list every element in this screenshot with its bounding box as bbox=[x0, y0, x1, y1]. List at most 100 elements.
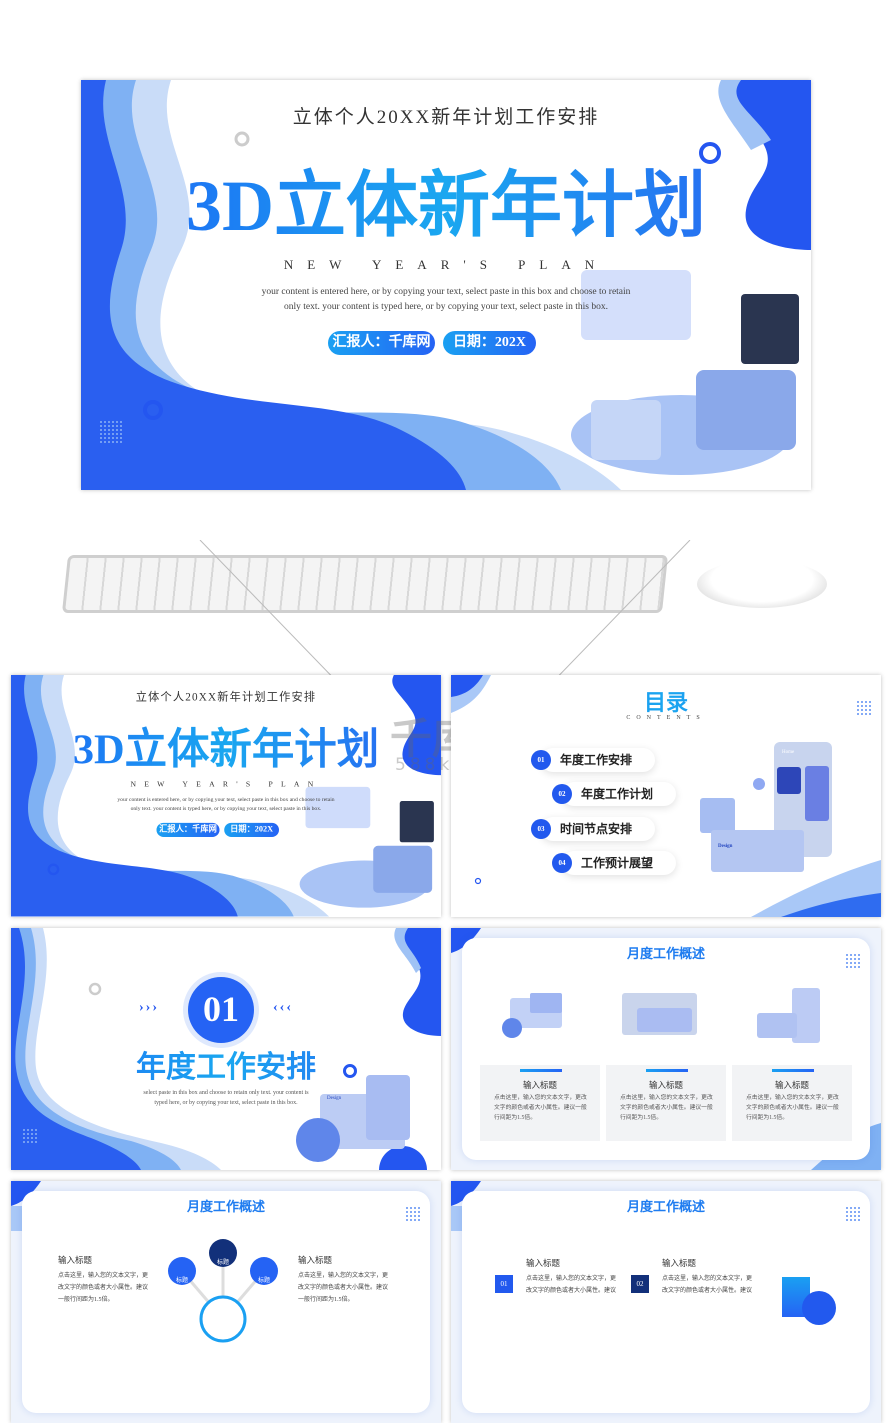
toc-item-1[interactable]: 01 年度工作安排 bbox=[531, 748, 655, 772]
left-text-block: 输入标题 点击这里，输入您的文本文字，更 改文字的颜色或者大小属性。建议 一般行… bbox=[58, 1254, 148, 1306]
section-number: 01 bbox=[203, 989, 239, 1029]
reporter-badge: 汇报人：千库网 bbox=[156, 822, 220, 837]
3d-pie-illustration bbox=[802, 1291, 836, 1325]
right-body-3: 一般行间距为1.5倍。 bbox=[298, 1297, 354, 1303]
overview-title: 月度工作概述 bbox=[626, 946, 705, 961]
reporter-badge: 汇报人：千库网 bbox=[328, 331, 435, 355]
toc-label: 工作预计展望 bbox=[581, 856, 654, 870]
radial-node-3: 标题 bbox=[257, 1278, 270, 1284]
cover-description-2: only text. your content is typed here, o… bbox=[130, 805, 322, 812]
toc-item-2[interactable]: 02 年度工作计划 bbox=[552, 782, 676, 806]
cover-subtitle: 立体个人20XX新年计划工作安排 bbox=[135, 690, 317, 704]
toc-decor bbox=[451, 675, 881, 917]
thumbnail-toc-slide[interactable]: Home Design 目录 CONTENTS 01 年度工作安排 02 年度工作计… bbox=[451, 675, 881, 917]
item-heading: 输入标题 bbox=[662, 1258, 697, 1268]
left-heading: 输入标题 bbox=[58, 1255, 93, 1265]
thumbnail-overview-cards-slide[interactable]: 月度工作概述 输入标题点击这里，输入您的文本文字，更改文字的颜色或者大小属性。建… bbox=[451, 928, 881, 1170]
cover-subtitle: 立体个人20XX新年计划工作安排 bbox=[292, 107, 600, 128]
dots-decoration bbox=[845, 953, 861, 969]
toc-item-4[interactable]: 04 工作预计展望 bbox=[552, 851, 676, 875]
right-heading: 输入标题 bbox=[298, 1255, 333, 1265]
design-label: Design bbox=[718, 844, 733, 849]
overview-title: 月度工作概述 bbox=[626, 1199, 705, 1214]
toc-subtitle: CONTENTS bbox=[626, 715, 706, 721]
radial-node-2: 标题 bbox=[216, 1260, 229, 1266]
main-cover-slide: 立体个人20XX新年计划工作安排 3D立体新年计划 NEW YEAR'S PLA… bbox=[81, 80, 811, 490]
content-card: 月度工作概述 01 02 输入标题 点击这里，输入您的文本文字，更 改文字的颜色… bbox=[462, 1191, 870, 1413]
date-badge: 日期：202X bbox=[224, 822, 279, 837]
item-1-text: 输入标题 点击这里，输入您的文本文字，更 改文字的颜色或者大小属性。建议 bbox=[526, 1257, 616, 1297]
number-badge-2: 02 bbox=[631, 1275, 649, 1293]
chevrons-left-icon: ‹‹‹ bbox=[273, 1000, 293, 1015]
cover-title: 3D立体新年计划 bbox=[81, 166, 811, 246]
content-card: 月度工作概述 标题 标题 标题 输入标题 点击这里，输入您的文本文字，更 改文字… bbox=[22, 1191, 430, 1413]
cover-content: 立体个人20XX新年计划工作安排 3D立体新年计划 NEW YEAR'S PLA… bbox=[81, 80, 811, 490]
cover-description-1: your content is entered here, or by copy… bbox=[117, 796, 335, 803]
left-body-2: 改文字的颜色或者大小属性。建议 bbox=[58, 1285, 149, 1291]
toc-label: 年度工作安排 bbox=[560, 753, 633, 767]
toc-label: 年度工作计划 bbox=[581, 787, 654, 801]
toc-title: 目录 bbox=[451, 685, 881, 717]
3d-illustrations bbox=[502, 988, 820, 1043]
overview-title: 月度工作概述 bbox=[186, 1199, 265, 1214]
right-body-1: 点击这里，输入您的文本文字，更 bbox=[298, 1273, 389, 1279]
item-body-1: 点击这里，输入您的文本文字，更 bbox=[662, 1276, 753, 1282]
cover-description-1: your content is entered here, or by copy… bbox=[261, 287, 631, 297]
item-body-2: 改文字的颜色或者大小属性。建议 bbox=[662, 1288, 753, 1294]
cover-english-title: NEW YEAR'S PLAN bbox=[283, 257, 609, 272]
blue-wave-shapes bbox=[81, 80, 811, 490]
section-description-1: select paste in this box and choose to r… bbox=[143, 1090, 309, 1096]
home-label: Home bbox=[782, 750, 795, 755]
number-badge-1: 01 bbox=[495, 1275, 513, 1293]
decorative-lines bbox=[199, 540, 691, 690]
card-heading: 输入标题 bbox=[774, 1080, 809, 1090]
section-description-2: typed here, or by copying your text, sel… bbox=[154, 1100, 298, 1106]
dots-decoration bbox=[856, 700, 872, 716]
chevrons-right-icon: ››› bbox=[139, 1000, 159, 1015]
toc-number: 03 bbox=[531, 819, 551, 839]
thumbnail-cover-slide[interactable]: 立体个人20XX新年计划工作安排 3D立体新年计划 NEW YEAR'S PLA… bbox=[11, 675, 441, 917]
toc-number: 04 bbox=[552, 853, 572, 873]
design-label: Design bbox=[327, 1096, 342, 1101]
toc-label: 时间节点安排 bbox=[560, 822, 633, 836]
dots-decoration bbox=[22, 1128, 38, 1144]
card-accent-bar bbox=[772, 1069, 814, 1072]
right-body-2: 改文字的颜色或者大小属性。建议 bbox=[298, 1285, 389, 1291]
content-card: 月度工作概述 输入标题点击这里，输入您的文本文字，更改文字的颜色或者大小属性。建… bbox=[462, 938, 870, 1160]
item-2-text: 输入标题 点击这里，输入您的文本文字，更 改文字的颜色或者大小属性。建议 bbox=[662, 1257, 752, 1297]
card-heading: 输入标题 bbox=[648, 1080, 683, 1090]
thumbnail-overview-numbered-slide[interactable]: 月度工作概述 01 02 输入标题 点击这里，输入您的文本文字，更 改文字的颜色… bbox=[451, 1181, 881, 1423]
blue-wave-shapes bbox=[11, 675, 441, 917]
left-body-3: 一般行间距为1.5倍。 bbox=[58, 1297, 114, 1303]
info-card-2: 输入标题点击这里，输入您的文本文字，更改文字的颜色或者大小属性。建议一般行间距为… bbox=[606, 1065, 726, 1141]
dots-decoration bbox=[405, 1206, 421, 1222]
item-body-1: 点击这里，输入您的文本文字，更 bbox=[526, 1276, 617, 1282]
card-accent-bar bbox=[520, 1069, 562, 1072]
card-body: 点击这里，输入您的文本文字，更改文字的颜色或者大小属性。建议一般行间距为1.5倍… bbox=[494, 1095, 587, 1121]
card-body: 点击这里，输入您的文本文字，更改文字的颜色或者大小属性。建议一般行间距为1.5倍… bbox=[620, 1095, 713, 1121]
cover-content-small: 立体个人20XX新年计划工作安排 3D立体新年计划 NEW YEAR'S PLA… bbox=[11, 675, 441, 917]
thumbnail-overview-radial-slide[interactable]: 月度工作概述 标题 标题 标题 输入标题 点击这里，输入您的文本文字，更 改文字… bbox=[11, 1181, 441, 1423]
item-body-2: 改文字的颜色或者大小属性。建议 bbox=[526, 1288, 617, 1294]
info-card-3: 输入标题点击这里，输入您的文本文字，更改文字的颜色或者大小属性。建议一般行间距为… bbox=[732, 1065, 852, 1141]
radial-node-1: 标题 bbox=[175, 1278, 188, 1284]
card-heading: 输入标题 bbox=[522, 1080, 557, 1090]
date-badge: 日期：202X bbox=[443, 331, 536, 355]
toc-number: 01 bbox=[531, 750, 551, 770]
cover-description-2: only text. your content is typed here, o… bbox=[284, 302, 608, 312]
cover-title: 3D立体新年计划 bbox=[11, 726, 441, 773]
left-body-1: 点击这里，输入您的文本文字，更 bbox=[58, 1273, 149, 1279]
dots-decoration bbox=[99, 420, 123, 444]
right-text-block: 输入标题 点击这里，输入您的文本文字，更 改文字的颜色或者大小属性。建议 一般行… bbox=[298, 1254, 388, 1306]
mouse-image bbox=[697, 560, 827, 608]
cover-english-title: NEW YEAR'S PLAN bbox=[130, 779, 322, 789]
info-card-1: 输入标题点击这里，输入您的文本文字，更改文字的颜色或者大小属性。建议一般行间距为… bbox=[480, 1065, 600, 1141]
thumbnail-section-slide[interactable]: ››› ‹‹‹ 01 年度工作安排 select paste in this b… bbox=[11, 928, 441, 1170]
toc-number: 02 bbox=[552, 784, 572, 804]
dots-decoration bbox=[845, 1206, 861, 1222]
blue-wave-shapes bbox=[11, 928, 441, 1170]
section-title: 年度工作安排 bbox=[11, 1042, 441, 1086]
card-body: 点击这里，输入您的文本文字，更改文字的颜色或者大小属性。建议一般行间距为1.5倍… bbox=[746, 1095, 839, 1121]
card-accent-bar bbox=[646, 1069, 688, 1072]
toc-item-3[interactable]: 03 时间节点安排 bbox=[531, 817, 655, 841]
